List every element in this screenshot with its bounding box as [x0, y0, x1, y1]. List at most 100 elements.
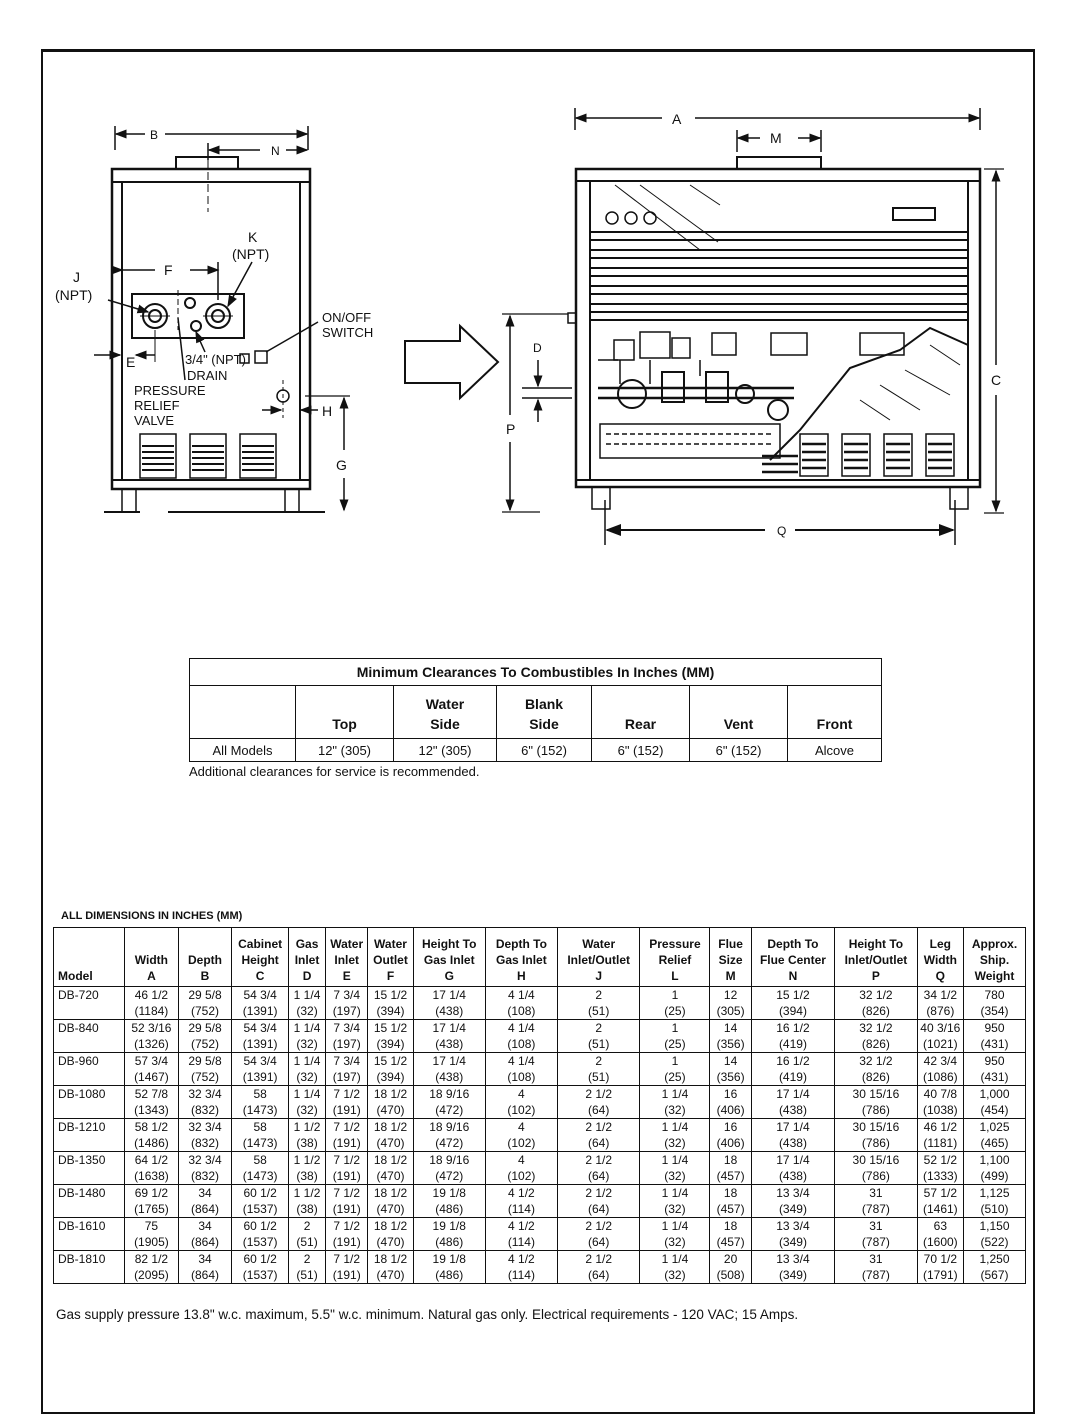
clearances-cell: 12" (305) — [295, 738, 394, 762]
dimension-cell: 57 3/4(1467) — [124, 1052, 179, 1086]
dimension-cell: 52 1/2(1333) — [916, 1151, 965, 1185]
dimension-cell: 34 1/2(876) — [916, 986, 965, 1020]
dimension-cell: 17 1/4(438) — [412, 986, 486, 1020]
dimension-cell: 4 1/2(114) — [484, 1217, 558, 1251]
label-d: D — [533, 341, 542, 355]
dimension-cell: 18 1/2(470) — [367, 1184, 414, 1218]
dimension-cell: 950(431) — [963, 1019, 1026, 1053]
dimension-cell: 4 1/4(108) — [484, 1052, 558, 1086]
clearances-header-cell: Vent — [689, 685, 788, 739]
dimension-cell: 2 1/2(64) — [556, 1217, 641, 1251]
dimension-cell: 1 1/4(32) — [639, 1151, 711, 1185]
dimension-cell: 1 1/4(32) — [287, 986, 327, 1020]
model-cell: DB-720 — [52, 986, 126, 1020]
clearances-header-cell: Rear — [591, 685, 690, 739]
dimension-cell: 17 1/4(438) — [412, 1019, 486, 1053]
dimension-cell: 4 1/2(114) — [484, 1184, 558, 1218]
dimension-cell: 2(51) — [556, 1052, 641, 1086]
dimension-cell: 4(102) — [484, 1151, 558, 1185]
dimension-cell: 29 5/8(752) — [177, 986, 233, 1020]
clearances-caption: Minimum Clearances To Combustibles In In… — [188, 658, 883, 686]
dimension-cell: 2(51) — [556, 986, 641, 1020]
label-drain-size: 3/4" (NPT) — [185, 352, 246, 367]
dimension-cell: 29 5/8(752) — [177, 1019, 233, 1053]
dimension-cell: 31(787) — [834, 1217, 918, 1251]
dimension-cell: 17 1/4(438) — [750, 1151, 836, 1185]
dimension-cell: 18 9/16(472) — [412, 1118, 486, 1152]
dimension-cell: 1 1/4(32) — [287, 1019, 327, 1053]
dimension-cell: 30 15/16(786) — [834, 1151, 918, 1185]
dimension-cell: 20(508) — [709, 1250, 752, 1284]
dimension-cell: 17 1/4(438) — [750, 1085, 836, 1119]
dimension-cell: 15 1/2(394) — [367, 1019, 414, 1053]
label-drain: DRAIN — [187, 368, 227, 383]
dimension-cell: 4 1/4(108) — [484, 1019, 558, 1053]
label-h: H — [322, 403, 332, 419]
label-on-off: ON/OFF — [322, 310, 371, 325]
dimension-cell: 42 3/4(1086) — [916, 1052, 965, 1086]
dimension-cell: 16 1/2(419) — [750, 1019, 836, 1053]
dimensions-caption: ALL DIMENSIONS IN INCHES (MM) — [61, 910, 243, 922]
dimension-cell: 1,000(454) — [963, 1085, 1026, 1119]
clearances-cell: All Models — [189, 738, 296, 762]
dimension-cell: 7 3/4(197) — [325, 1019, 369, 1053]
dimension-cell: 7 1/2(191) — [325, 1184, 369, 1218]
dimension-cell: 1 1/4(32) — [287, 1052, 327, 1086]
dimension-cell: 57 1/2(1461) — [916, 1184, 965, 1218]
clearances-cell: 6" (152) — [496, 738, 592, 762]
dimension-cell: 46 1/2(1184) — [124, 986, 179, 1020]
dimension-cell: 1 1/4(32) — [639, 1184, 711, 1218]
clearances-cell: 6" (152) — [591, 738, 690, 762]
page-border — [41, 49, 1035, 1414]
dimension-cell: 32 3/4(832) — [177, 1118, 233, 1152]
dimension-cell: 950(431) — [963, 1052, 1026, 1086]
dimension-cell: 17 1/4(438) — [750, 1118, 836, 1152]
dimension-cell: 18 1/2(470) — [367, 1250, 414, 1284]
dimension-cell: 1 1/4(32) — [287, 1085, 327, 1119]
dimension-cell: 15 1/2(394) — [367, 1052, 414, 1086]
dimension-cell: 2 1/2(64) — [556, 1085, 641, 1119]
dimension-cell: 18 1/2(470) — [367, 1085, 414, 1119]
clearances-header-cell: Top — [295, 685, 394, 739]
model-cell: DB-1080 — [52, 1085, 126, 1119]
dimension-cell: 13 3/4(349) — [750, 1184, 836, 1218]
dimension-cell: 34(864) — [177, 1250, 233, 1284]
dimension-cell: 1,025(465) — [963, 1118, 1026, 1152]
dimension-cell: 31(787) — [834, 1250, 918, 1284]
dimension-cell: 18(457) — [709, 1151, 752, 1185]
dimension-cell: 64 1/2(1638) — [124, 1151, 179, 1185]
clearances-cell: Alcove — [786, 738, 883, 762]
dimension-cell: 1,100(499) — [963, 1151, 1026, 1185]
dimension-cell: 15 1/2(394) — [750, 986, 836, 1020]
clearances-note: Additional clearances for service is rec… — [189, 764, 480, 779]
dimension-cell: 16(406) — [709, 1085, 752, 1119]
label-switch: SWITCH — [322, 325, 373, 340]
dimension-cell: 32 3/4(832) — [177, 1085, 233, 1119]
dimension-cell: 69 1/2(1765) — [124, 1184, 179, 1218]
model-cell: DB-1810 — [52, 1250, 126, 1284]
dimension-cell: 2 1/2(64) — [556, 1250, 641, 1284]
dimension-cell: 31(787) — [834, 1184, 918, 1218]
dimension-cell: 19 1/8(486) — [412, 1184, 486, 1218]
dimension-cell: 1 1/4(32) — [639, 1118, 711, 1152]
drain-fitting-icon — [239, 353, 250, 364]
dimension-cell: 40 3/16(1021) — [916, 1019, 965, 1053]
label-valve: VALVE — [134, 413, 174, 428]
dimension-cell: 1 1/2(38) — [287, 1151, 327, 1185]
dimension-cell: 1(25) — [639, 1052, 711, 1086]
model-cell: DB-1610 — [52, 1217, 126, 1251]
label-relief: RELIEF — [134, 398, 180, 413]
clearances-header-cell: Front — [786, 685, 883, 739]
label-pressure: PRESSURE — [134, 383, 206, 398]
dimension-cell: 18(457) — [709, 1217, 752, 1251]
dimension-cell: 58(1473) — [231, 1151, 289, 1185]
dimension-cell: 1,150(522) — [963, 1217, 1026, 1251]
dimension-cell: 7 1/2(191) — [325, 1118, 369, 1152]
front-view-drawing — [502, 108, 1004, 545]
label-e: E — [126, 354, 135, 370]
